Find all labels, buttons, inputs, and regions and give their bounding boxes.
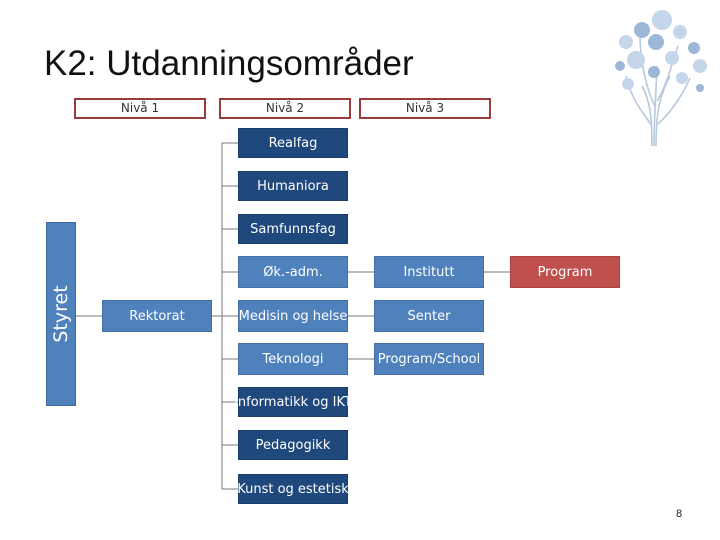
faculty-okadm: Øk.-adm. bbox=[238, 256, 348, 288]
faculty-label: Kunst og estetisk bbox=[237, 481, 349, 497]
faculty-informatikk: Informatikk og IKT bbox=[234, 387, 352, 417]
unit-senter: Senter bbox=[374, 300, 484, 332]
unit-label: Institutt bbox=[403, 264, 455, 280]
faculty-medisin: Medisin og helse bbox=[238, 300, 348, 332]
unit-program-school: Program/School bbox=[374, 343, 484, 375]
page-title: K2: Utdanningsområder bbox=[44, 44, 414, 83]
faculty-label: Teknologi bbox=[262, 351, 324, 367]
page-number: 8 bbox=[676, 508, 683, 520]
unit-label: Program bbox=[537, 264, 593, 280]
rektorat-box: Rektorat bbox=[102, 300, 212, 332]
faculty-label: Pedagogikk bbox=[255, 437, 331, 453]
faculty-kunst: Kunst og estetisk bbox=[237, 474, 349, 504]
faculty-label: Humaniora bbox=[257, 178, 329, 194]
faculty-realfag: Realfag bbox=[238, 128, 348, 158]
tree-logo-icon bbox=[615, 10, 707, 147]
unit-program: Program bbox=[510, 256, 620, 288]
unit-label: Program/School bbox=[377, 351, 481, 367]
faculty-humaniora: Humaniora bbox=[238, 171, 348, 201]
styret-box: Styret bbox=[46, 222, 76, 406]
faculty-samfunnsfag: Samfunnsfag bbox=[238, 214, 348, 244]
faculty-label: Medisin og helse bbox=[238, 308, 348, 324]
level-1-header: Nivå 1 bbox=[74, 98, 206, 119]
styret-label: Styret bbox=[50, 285, 72, 343]
faculty-label: Informatikk og IKT bbox=[234, 394, 352, 410]
level-3-header: Nivå 3 bbox=[359, 98, 491, 119]
rektorat-label: Rektorat bbox=[129, 308, 185, 324]
faculty-label: Realfag bbox=[268, 135, 318, 151]
faculty-teknologi: Teknologi bbox=[238, 343, 348, 375]
faculty-pedagogikk: Pedagogikk bbox=[238, 430, 348, 460]
faculty-label: Øk.-adm. bbox=[263, 264, 323, 280]
unit-institutt: Institutt bbox=[374, 256, 484, 288]
unit-label: Senter bbox=[407, 308, 451, 324]
level-2-header: Nivå 2 bbox=[219, 98, 351, 119]
faculty-label: Samfunnsfag bbox=[250, 221, 336, 237]
